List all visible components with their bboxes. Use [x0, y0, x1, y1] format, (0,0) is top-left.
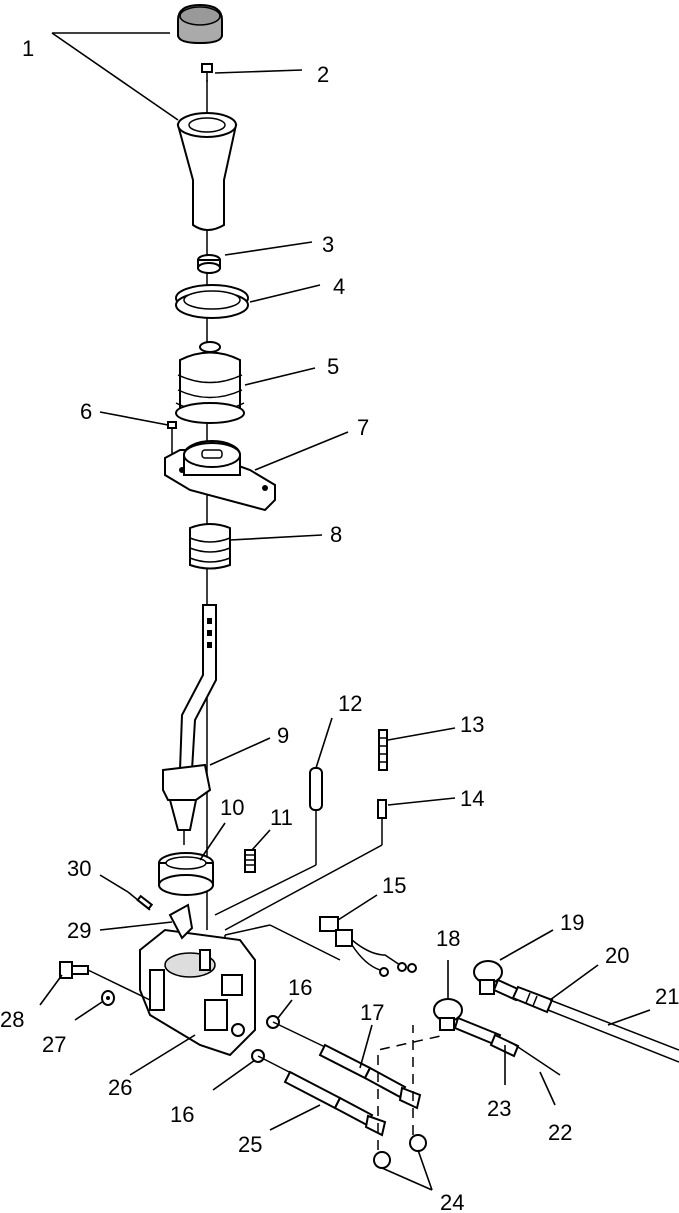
callout-16a: 16 [288, 975, 312, 1000]
callout-15: 15 [382, 873, 406, 898]
callout-4: 4 [333, 274, 345, 299]
part-adjuster-20 [511, 985, 554, 1014]
part-threaded-rod-13 [378, 729, 388, 771]
callout-29: 29 [67, 918, 91, 943]
callout-24: 24 [440, 1190, 464, 1213]
callout-17: 17 [360, 1000, 384, 1025]
part-ball-joint-18 [433, 998, 502, 1047]
part-clip-29 [168, 903, 194, 940]
callout-8: 8 [330, 522, 342, 547]
callout-20: 20 [605, 943, 629, 968]
callout-9: 9 [277, 723, 289, 748]
callout-6: 6 [80, 399, 92, 424]
part-washer-27 [101, 990, 115, 1006]
part-boot-5 [175, 341, 245, 424]
part-ball-joint-19 [473, 960, 522, 1002]
part-pin-12 [214, 767, 323, 916]
callout-1: 1 [22, 36, 34, 61]
callout-28: 28 [0, 1007, 24, 1032]
callout-21: 21 [655, 984, 679, 1009]
callout-10: 10 [220, 795, 244, 820]
part-bolt-28 [59, 961, 151, 1001]
callout-11: 11 [270, 805, 293, 830]
part-rod-25 [257, 1055, 387, 1137]
part-screw-2 [201, 63, 213, 82]
callout-14: 14 [460, 786, 484, 811]
part-nuts-24 [373, 1025, 446, 1169]
part-cable-21 [547, 999, 679, 1063]
part-bracket-7 [164, 440, 276, 512]
callout-5: 5 [327, 354, 339, 379]
part-collar-10 [158, 852, 214, 896]
callout-27: 27 [42, 1032, 66, 1057]
callout-12: 12 [338, 691, 362, 716]
callout-25: 25 [238, 1132, 262, 1157]
callout-7: 7 [357, 415, 369, 440]
part-bushing-3 [197, 254, 221, 274]
callout-13: 13 [460, 712, 484, 737]
part-cable-22 [514, 1044, 561, 1076]
callout-16b: 16 [170, 1102, 194, 1127]
callout-30: 30 [67, 856, 91, 881]
callout-18: 18 [436, 926, 460, 951]
leader-lines [39, 32, 651, 1191]
part-shift-lever-9 [162, 604, 217, 845]
part-knob-cap [177, 3, 223, 45]
callout-2: 2 [317, 62, 329, 87]
part-pin-30 [127, 891, 154, 911]
callout-23: 23 [487, 1096, 511, 1121]
part-pin-14 [224, 799, 387, 931]
callout-26: 26 [108, 1075, 132, 1100]
part-bellows-8 [189, 523, 231, 570]
part-housing-26 [139, 928, 256, 1057]
callout-labels: 1 2 3 4 5 6 7 8 9 10 11 12 13 14 15 16 1… [0, 36, 679, 1213]
callout-19: 19 [560, 910, 584, 935]
callout-22: 22 [548, 1120, 572, 1145]
part-switch-15 [224, 916, 417, 977]
callout-3: 3 [322, 232, 334, 257]
part-handle-grip [176, 112, 238, 231]
part-spring-11 [244, 849, 256, 873]
part-ring-4 [175, 284, 249, 319]
part-rod-17 [272, 1021, 422, 1110]
part-screw-6 [167, 421, 177, 455]
